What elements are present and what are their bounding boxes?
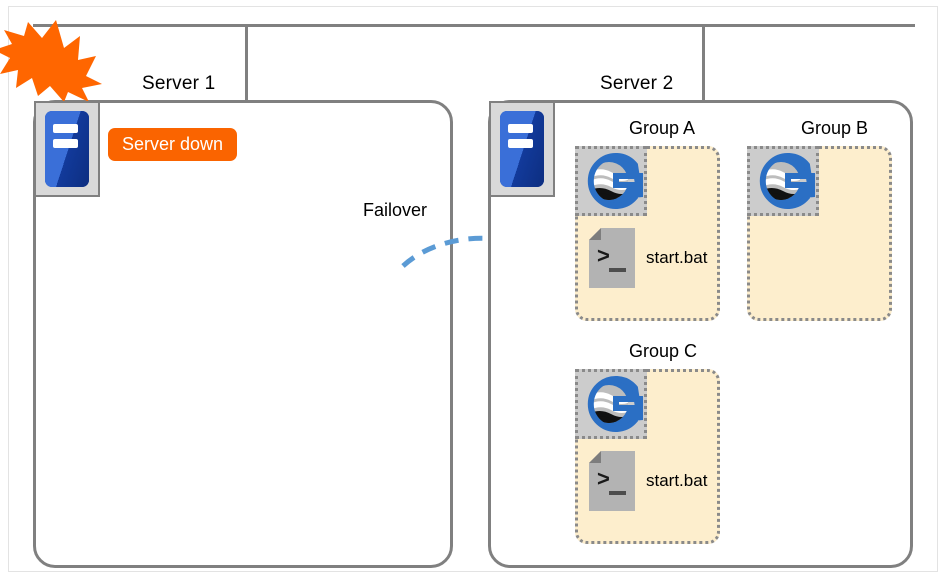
group-c-resource-row[interactable]: > start.bat: [588, 450, 707, 512]
server2-machine-icon: [489, 101, 555, 197]
cluster-globe-icon: [575, 369, 647, 439]
server2-label: Server 2: [600, 73, 674, 94]
explosion-starburst-icon: [0, 20, 102, 102]
svg-text:>: >: [597, 466, 610, 491]
group-a-box[interactable]: > start.bat: [575, 146, 720, 321]
server-tower-body: [500, 111, 544, 187]
cluster-globe-icon: [575, 146, 647, 216]
server1-container: [33, 100, 453, 568]
group-a-label: Group A: [629, 118, 696, 138]
server1-label: Server 1: [142, 73, 216, 94]
server-slot-bar: [52, 139, 78, 149]
bat-file-icon: >: [589, 228, 635, 288]
server-slot-bar: [52, 123, 78, 134]
group-c-box[interactable]: > start.bat: [575, 369, 720, 544]
server-tower-body: [45, 111, 89, 187]
server-slot-bar: [507, 139, 533, 149]
server2-label-tick: [702, 24, 705, 102]
group-c-resource-label: start.bat: [646, 471, 708, 490]
bat-file-icon: >: [589, 451, 635, 511]
server-slot-bar: [507, 123, 533, 134]
group-a-resource-label: start.bat: [646, 248, 708, 267]
svg-text:>: >: [597, 243, 610, 268]
top-divider-rule: [33, 24, 915, 27]
group-b-box[interactable]: [747, 146, 892, 321]
page-frame: [8, 6, 938, 572]
group-a-resource-row[interactable]: > start.bat: [588, 227, 707, 289]
group-b-label: Group B: [801, 118, 869, 138]
failover-label: Failover: [363, 200, 428, 220]
server1-status-badge: Server down: [108, 128, 238, 161]
server1-label-tick: [245, 24, 248, 102]
server1-machine-icon: [34, 101, 100, 197]
cluster-globe-icon: [747, 146, 819, 216]
group-c-label: Group C: [629, 341, 698, 361]
